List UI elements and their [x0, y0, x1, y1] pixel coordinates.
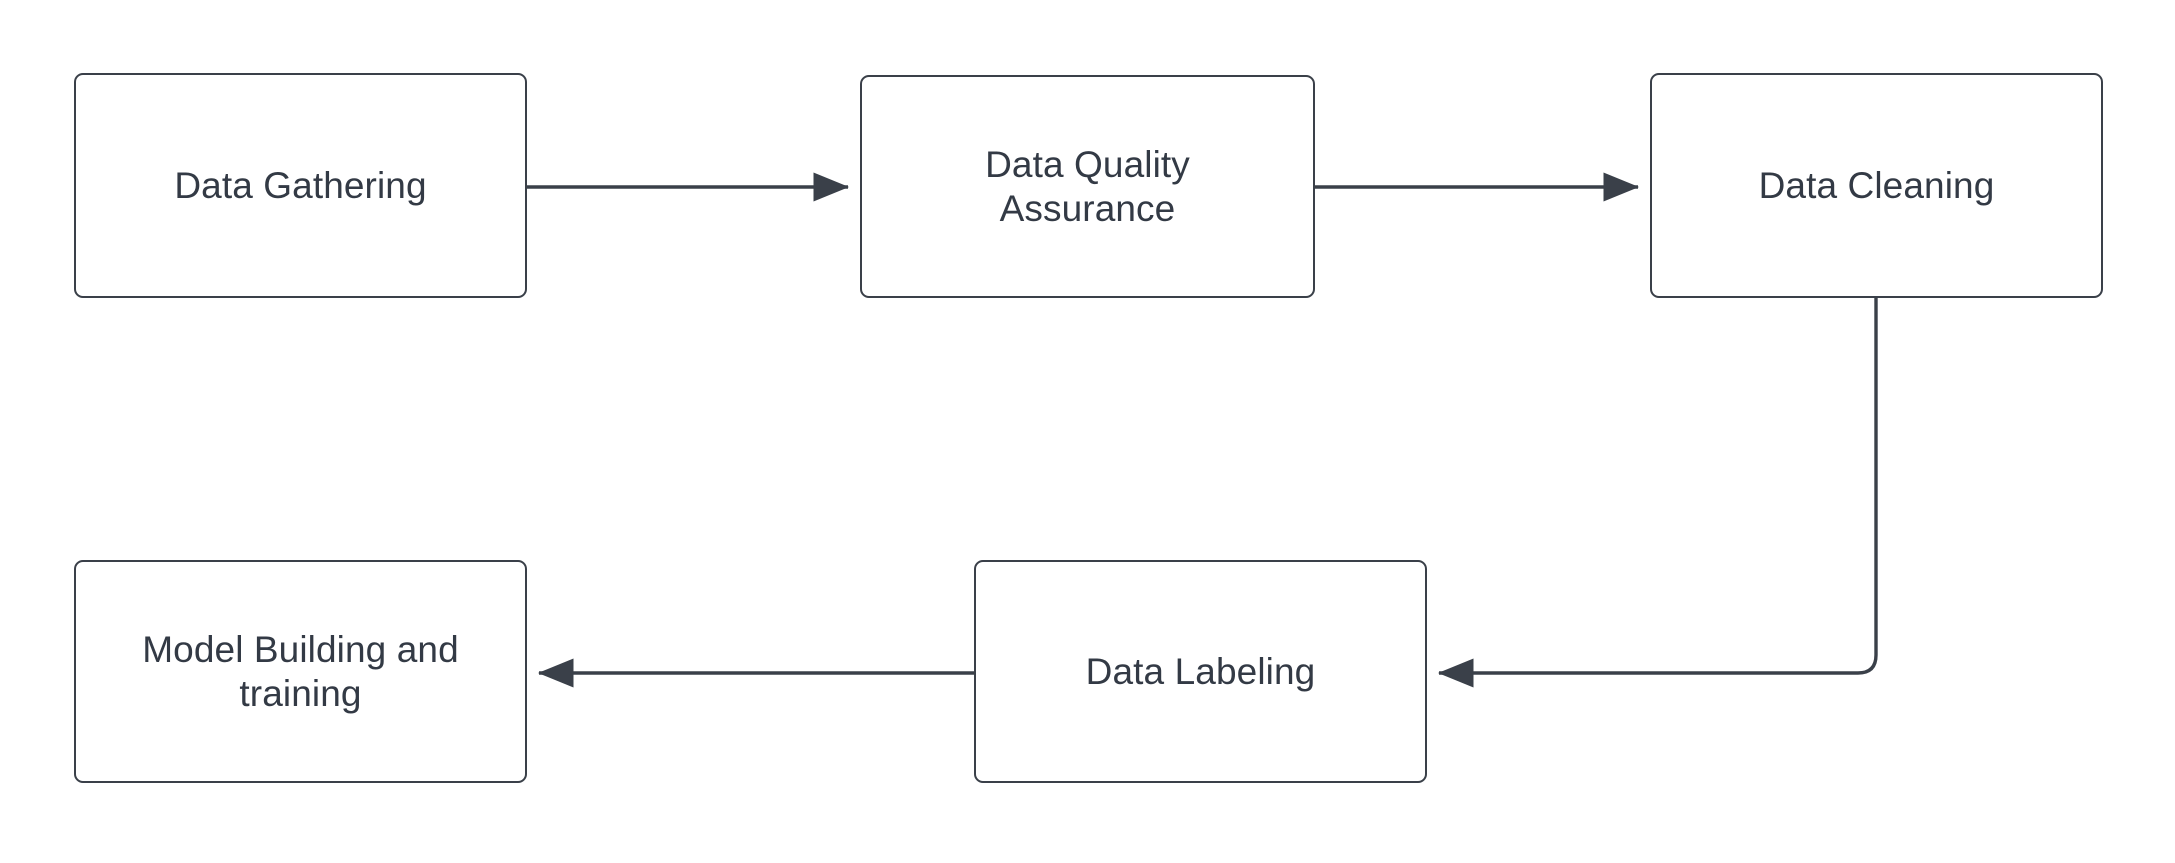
node-data-gathering[interactable]: Data Gathering — [74, 73, 527, 298]
node-data-cleaning-label: Data Cleaning — [1758, 164, 1995, 206]
node-data-labeling-label: Data Labeling — [1085, 650, 1316, 692]
node-data-gathering-label: Data Gathering — [174, 164, 427, 206]
node-data-quality-assurance-label: Data Quality Assurance — [985, 143, 1190, 229]
edge-cleaning-to-labeling — [1437, 298, 1878, 688]
node-model-building-and-training-label: Model Building and training — [142, 628, 459, 714]
node-model-building-and-training[interactable]: Model Building and training — [74, 560, 527, 783]
node-data-cleaning[interactable]: Data Cleaning — [1650, 73, 2103, 298]
node-data-quality-assurance[interactable]: Data Quality Assurance — [860, 75, 1315, 298]
node-data-labeling[interactable]: Data Labeling — [974, 560, 1427, 783]
